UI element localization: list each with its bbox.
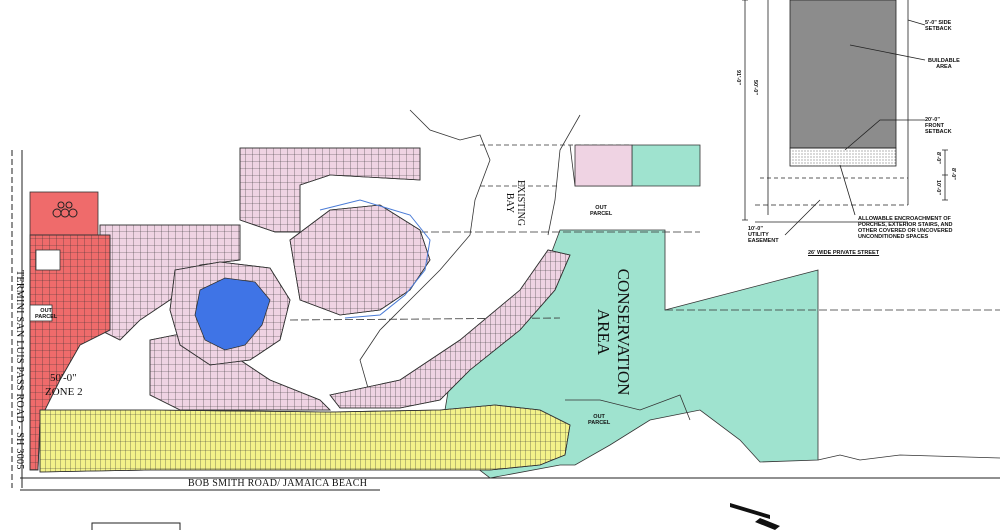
- encroachment-note: ALLOWABLE ENCROACHMENT OF PORCHES, EXTER…: [858, 216, 953, 240]
- zone-label: ZONE 2: [45, 386, 83, 398]
- private-street-label: 26' WIDE PRIVATE STREET: [808, 250, 880, 256]
- front-setback-label: 20'-0" FRONT SETBACK: [925, 117, 952, 135]
- commercial-red-areas: [29, 191, 111, 471]
- termini-road-lines: [11, 150, 23, 488]
- out-parcel-top-label: OUT PARCEL: [590, 205, 613, 217]
- dim-10: 10'-0": [935, 180, 941, 195]
- lot-depth-dimension: 91'-0": [735, 70, 741, 85]
- residential-pink-areas: [99, 144, 633, 411]
- dim-8b: 8'-0": [950, 168, 956, 180]
- lake: [194, 277, 271, 351]
- existing-bay-label: EXISTING BAY: [504, 179, 526, 227]
- yellow-lots: [39, 404, 571, 473]
- dim-8a: 8'-0": [935, 152, 941, 164]
- central-development: [169, 199, 431, 366]
- out-parcel-bottom-label: OUT PARCEL: [588, 414, 611, 426]
- side-setback-label: 5'-0" SIDE SETBACK: [925, 20, 952, 32]
- north-arrow: [730, 503, 780, 530]
- lot-width-dimension: 50'-0": [752, 80, 758, 95]
- buildable-area: [789, 0, 897, 149]
- trees-icon: [52, 201, 78, 218]
- legend-box: [91, 522, 181, 530]
- lot-detail-diagram: [742, 0, 948, 236]
- termini-road-label: TERMINI SAN LUIS PASS ROAD - SH 3005: [14, 270, 25, 470]
- out-parcel-left-label: OUT PARCEL: [35, 308, 58, 320]
- bob-smith-road-label: BOB SMITH ROAD/ JAMAICA BEACH: [188, 478, 368, 489]
- utility-easement-label: 10'-0" UTILITY EASEMENT: [748, 226, 779, 244]
- bob-smith-road-lines: [20, 477, 1000, 491]
- conservation-area-label: CONSERVATION AREA: [594, 268, 633, 396]
- buildable-area-label: BUILDABLE AREA: [928, 58, 960, 70]
- zone-dimension-label: 50'-0": [50, 372, 77, 384]
